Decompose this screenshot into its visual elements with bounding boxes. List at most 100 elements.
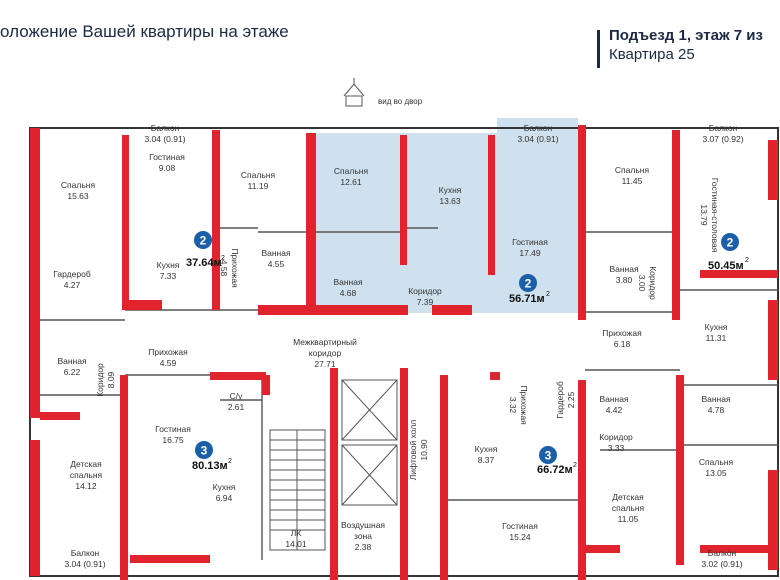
room-area: 11.19 bbox=[248, 181, 269, 191]
room-label: Детская bbox=[612, 492, 644, 502]
room-label: Гардероб bbox=[53, 269, 91, 279]
room-area: 3.04 (0.91) bbox=[64, 559, 105, 569]
room-area: 3.00 bbox=[637, 275, 647, 292]
room-area: 14.01 bbox=[285, 539, 307, 549]
room-label: Коридор bbox=[408, 286, 442, 296]
badge-area: 37.64м bbox=[186, 257, 222, 269]
badge-circle bbox=[721, 233, 739, 251]
room-label: Прихожая bbox=[602, 328, 642, 338]
apartment-badge-2[interactable]: 2 56.71м 2 bbox=[509, 274, 550, 305]
badge-area-unit-sup: 2 bbox=[546, 291, 550, 298]
badge-rooms: 3 bbox=[201, 444, 208, 458]
badge-area: 56.71м bbox=[509, 293, 545, 305]
room-area: 27.71 bbox=[314, 359, 336, 369]
room-label: Кухня bbox=[475, 444, 498, 454]
room-label: Коридор bbox=[95, 363, 105, 397]
room-area: 4.59 bbox=[160, 358, 177, 368]
room-area: 4.58 bbox=[219, 260, 229, 277]
room-label: Ванная bbox=[261, 248, 291, 258]
room-area: 16.75 bbox=[162, 435, 184, 445]
room-area: 2.25 bbox=[566, 391, 576, 408]
room-label: Балкон bbox=[524, 123, 553, 133]
room-label: спальня bbox=[70, 470, 103, 480]
room-area: 13.79 bbox=[699, 204, 709, 226]
room-label: Прихожая bbox=[230, 248, 240, 288]
apartment-badge-1[interactable]: 2 37.64м 2 bbox=[186, 231, 225, 269]
room-label: Гостиная bbox=[149, 152, 185, 162]
room-area: 11.05 bbox=[618, 514, 639, 524]
room-label: Балкон bbox=[708, 548, 737, 558]
room-label: Гардероб bbox=[555, 381, 565, 419]
room-area: 9.08 bbox=[159, 163, 176, 173]
room-label: Воздушная bbox=[341, 520, 385, 530]
entrance-floor-label: Подъезд 1, этаж 7 из bbox=[609, 27, 763, 44]
badge-area-unit-sup: 2 bbox=[573, 462, 577, 469]
stairwell bbox=[269, 429, 326, 551]
page-title: оложение Вашей квартиры на этаже bbox=[0, 22, 289, 41]
room-area: 2.61 bbox=[228, 402, 245, 412]
room-area: 11.31 bbox=[706, 333, 727, 343]
room-area: 8.37 bbox=[478, 455, 495, 465]
badge-area: 50.45м bbox=[708, 260, 744, 272]
room-label: Балкон bbox=[151, 123, 180, 133]
room-area: 6.22 bbox=[64, 367, 81, 377]
badge-area-unit-sup: 2 bbox=[228, 458, 232, 465]
apartment-badge-4[interactable]: 3 80.13м 2 bbox=[192, 441, 232, 472]
room-label: Спальня bbox=[334, 166, 369, 176]
room-label: С/у bbox=[230, 391, 244, 401]
badge-area-unit-sup: 2 bbox=[745, 257, 749, 264]
room-area: 11.45 bbox=[622, 176, 643, 186]
room-label: Прихожая bbox=[148, 347, 188, 357]
room-area: 6.94 bbox=[216, 493, 233, 503]
room-area: 3.04 (0.91) bbox=[144, 134, 185, 144]
room-area: 15.24 bbox=[509, 532, 531, 542]
room-area: 13.63 bbox=[439, 196, 461, 206]
room-label: Гостиная-столовая bbox=[710, 178, 720, 253]
room-label: спальня bbox=[612, 503, 645, 513]
vertical-room-labels: Прихожая 4.58 Коридор 3.00 Коридор 8.09 … bbox=[95, 178, 720, 481]
apartment-badge-5[interactable]: 3 66.72м 2 bbox=[537, 446, 577, 476]
room-label: зона bbox=[354, 531, 372, 541]
badge-rooms: 3 bbox=[545, 449, 552, 463]
room-label: Ванная bbox=[333, 277, 363, 287]
badge-circle bbox=[195, 441, 213, 459]
room-area: 2.38 bbox=[355, 542, 372, 552]
room-label: Ванная bbox=[599, 394, 629, 404]
room-label: Кухня bbox=[705, 322, 728, 332]
room-area: 4.27 bbox=[64, 280, 81, 290]
room-area: 10.90 bbox=[419, 439, 429, 461]
room-labels: Балкон 3.04 (0.91) Гостиная 9.08 Спальня… bbox=[53, 123, 743, 569]
room-label: Балкон bbox=[71, 548, 100, 558]
badge-area: 80.13м bbox=[192, 460, 228, 472]
badge-circle bbox=[194, 231, 212, 249]
room-label: Коридор bbox=[648, 266, 658, 300]
room-area: 3.07 (0.92) bbox=[702, 134, 743, 144]
room-area: 15.63 bbox=[67, 191, 89, 201]
room-label: Кухня bbox=[439, 185, 462, 195]
room-area: 7.39 bbox=[417, 297, 434, 307]
badge-area-unit-sup: 2 bbox=[221, 255, 225, 262]
room-area: 13.05 bbox=[705, 468, 727, 478]
room-area: 7.33 bbox=[160, 271, 177, 281]
room-area: 4.42 bbox=[606, 405, 623, 415]
room-label: Балкон bbox=[709, 123, 738, 133]
room-area: 3.04 (0.91) bbox=[517, 134, 558, 144]
badge-area: 66.72м bbox=[537, 464, 573, 476]
room-label: Гостиная bbox=[502, 521, 538, 531]
room-label: Лифтовой холл bbox=[408, 420, 418, 481]
room-area: 8.09 bbox=[106, 371, 116, 388]
room-area: 4.68 bbox=[340, 288, 357, 298]
badge-rooms: 2 bbox=[727, 236, 734, 250]
room-area: 4.78 bbox=[708, 405, 725, 415]
room-area: 3.33 bbox=[608, 443, 625, 453]
room-label: Гостиная bbox=[155, 424, 191, 434]
room-label: Прихожая bbox=[519, 385, 529, 425]
load-bearing-walls bbox=[30, 125, 778, 580]
apartment-number-label: Квартира 25 bbox=[609, 46, 695, 63]
room-area: 14.12 bbox=[75, 481, 97, 491]
apartment-badge-3[interactable]: 2 50.45м 2 bbox=[708, 233, 749, 272]
room-label: Коридор bbox=[599, 432, 633, 442]
badge-circle bbox=[519, 274, 537, 292]
